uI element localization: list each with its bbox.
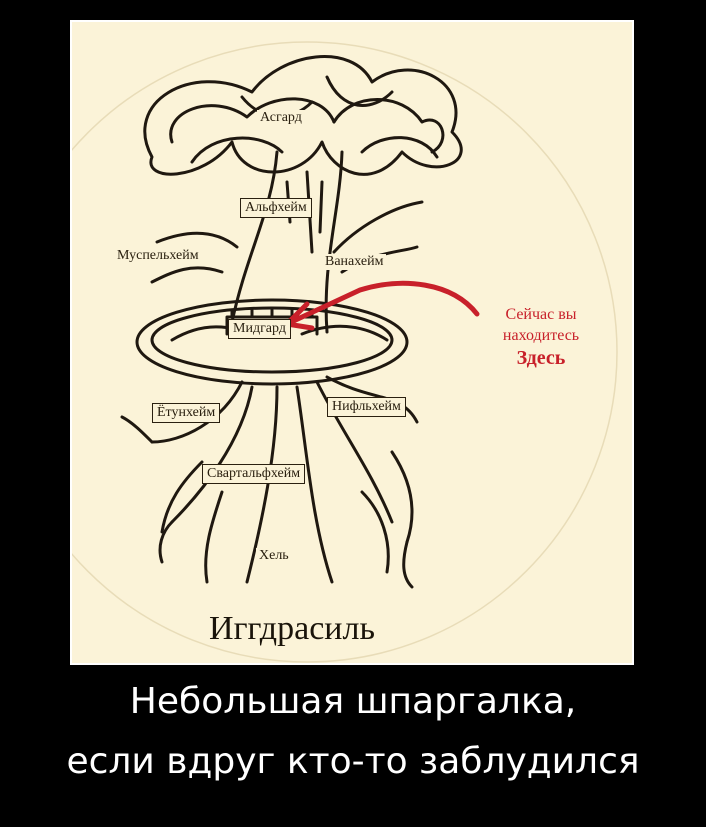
yggdrasil-illustration — [72, 41, 618, 663]
midgard-wall — [225, 308, 319, 336]
illustration-title: Иггдрасиль — [209, 610, 375, 647]
realm-label-svartalfheim: Свартальфхейм — [202, 464, 306, 484]
realm-label-muspelheim: Муспельхейм — [114, 248, 202, 264]
branch-left — [150, 231, 239, 284]
realm-label-hel: Хель — [256, 548, 292, 564]
realm-label-midgard: Мидгард — [228, 319, 291, 339]
caption-line1: Небольшая шпаргалка, — [129, 681, 577, 722]
caption-line2: если вдруг кто-то заблудился — [66, 741, 640, 782]
realm-label-alfheim: Альфхейм — [240, 198, 312, 218]
realm-label-jotunheim: Ётунхейм — [152, 403, 221, 423]
you-are-here-note: Сейчас вы находитесь Здесь — [474, 304, 608, 370]
background-circle — [72, 41, 618, 663]
poster-frame: Асгард Альфхейм Муспельхейм Ванахейм Мид… — [70, 20, 634, 665]
roots — [150, 375, 419, 584]
realm-label-niflheim: Нифльхейм — [327, 397, 406, 417]
you-are-here-line3: Здесь — [516, 347, 566, 369]
you-are-here-line1: Сейчас вы — [505, 306, 577, 323]
you-are-here-line2: находитесь — [502, 327, 580, 344]
realm-label-asgard: Асгард — [257, 110, 305, 126]
crown-knot — [143, 55, 463, 176]
caption: Небольшая шпаргалка, если вдруг кто-то з… — [0, 668, 706, 786]
midgard-ring — [135, 298, 409, 386]
realm-label-vanaheim: Ванахейм — [322, 254, 387, 270]
